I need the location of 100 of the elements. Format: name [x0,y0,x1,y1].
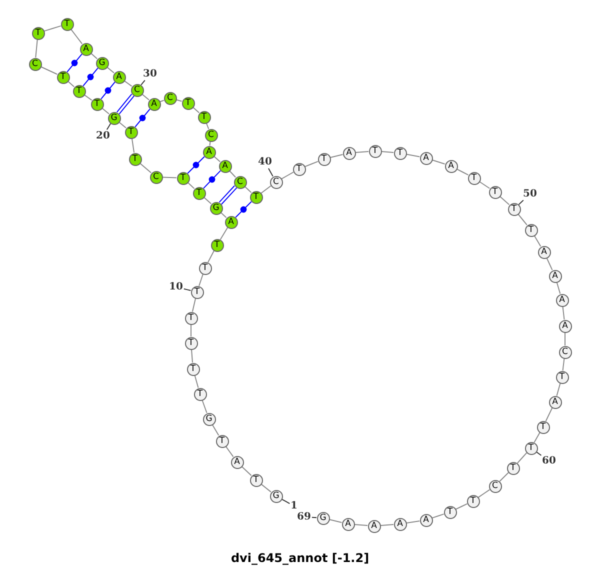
backbone-line [260,484,272,492]
backbone-line [564,332,566,346]
backbone-line [220,212,227,218]
backbone-line [191,348,193,364]
base-pair-line [82,68,98,86]
nucleotide-circle: T [506,462,520,474]
position-number: 40 [258,156,272,168]
nucleotide-circle: A [394,518,406,530]
nucleotide-circle: A [368,520,380,532]
nucleotide-circle: T [198,110,210,124]
backbone-line [499,196,510,206]
nucleotide-circle: A [420,514,432,526]
backbone-line [545,407,553,422]
nucleotide-circle: T [128,152,142,166]
nucleotide-circle: T [216,434,228,448]
backbone-line [455,503,468,510]
nucleotide-circle: T [60,18,74,30]
nucleotide-circle: A [558,320,572,332]
backbone-line [40,66,58,75]
nucleotide-circle: C [150,170,162,184]
backbone-line [244,186,252,194]
nucleotide-circle: T [508,202,520,216]
backbone-line [556,382,561,396]
backbone-line [241,466,252,476]
nucleotide-circle: T [210,238,224,252]
nucleotide-circle: T [524,442,538,454]
nucleotide-circle: A [444,160,458,172]
nucleotide-circle: T [444,506,456,518]
nucleotide-circle: C [130,84,144,96]
backbone-line [499,472,509,482]
backbone-line [432,159,446,165]
nucleotide-circle: T [488,186,502,198]
nucleotide-circle: A [148,98,160,110]
backbone-line [131,138,135,154]
backbone-line [406,520,420,524]
backbone-line [354,524,368,526]
backbone-line [220,227,228,240]
backbone-line [192,298,196,312]
nucleotide-circle: T [124,126,138,138]
position-number: 10 [169,282,183,292]
nucleotide-circle: G [96,56,108,70]
nucleotide-circle: T [250,474,262,486]
nucleotide-circle: T [186,362,200,376]
base-pair-line [218,185,238,205]
position-number: 50 [523,188,537,200]
backbone-line [478,489,490,498]
backbone-line [260,185,272,194]
backbone-line [194,374,199,388]
nucleotide-circle: T [536,420,550,434]
nucleotide-circle: A [218,160,232,172]
backbone-line [456,168,469,176]
backbone-line [354,151,370,153]
nucleotide-circle: T [466,494,480,508]
nucleotide-circle: T [368,144,382,158]
nucleotide-circle: G [270,490,282,502]
base-pair-line [134,108,150,128]
backbone-line [84,94,92,101]
leader-line [140,80,146,86]
backbone-line [162,176,177,178]
nucleotide-circle: T [182,96,194,110]
leader-line [281,498,290,504]
nucleotide-circle: C [204,128,218,142]
nucleotide-circle: T [556,370,568,384]
position-number: 20 [96,130,110,142]
nucleotide-circle: A [202,146,216,158]
nucleotide-circle: A [112,70,126,84]
backbone-line [304,160,318,168]
backbone-line [118,122,126,128]
backbone-line [281,172,294,180]
base-pair-line [203,170,221,189]
leader-line [183,288,192,291]
backbone-line [330,154,344,158]
backbone-line [380,151,394,153]
nucleotide-circle: T [250,190,262,204]
nucleotide-circle: T [318,152,330,166]
nucleotide-circle: A [556,294,568,306]
backbone-line [208,250,214,263]
nucleotide-circle: C [270,176,282,188]
backbone-line [198,274,204,286]
backbone-line [70,28,83,44]
nucleotide-circle: G [316,512,330,524]
base-pair-line [235,201,252,218]
backbone-line [44,25,62,32]
nucleotide-circle: T [194,388,206,400]
nucleotide-circle: T [184,312,198,324]
backbone-line [190,324,192,337]
backbone-line [202,400,208,414]
nucleotide-circle: G [210,202,222,214]
nucleotide-circle: T [394,146,406,160]
backbone-line [534,235,542,247]
nucleotide-circle: G [202,412,216,426]
nucleotide-circle: T [72,84,86,98]
nucleotide-circle: T [176,172,190,184]
backbone-line [562,306,565,320]
nucleotide-circle: A [224,216,238,228]
backbone-line [516,452,528,464]
nucleotide-circle: C [488,480,502,492]
nucleotide-circle: A [342,146,356,160]
backbone-line [328,519,342,523]
nucleotide-circle: T [192,186,206,200]
